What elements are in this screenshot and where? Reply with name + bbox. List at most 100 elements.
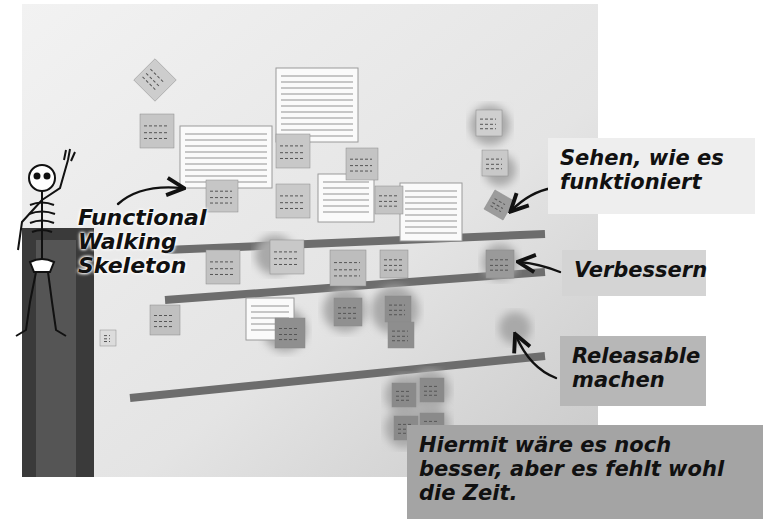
note-writing: [274, 264, 298, 265]
note-writing: [154, 326, 174, 327]
note-writing: [384, 265, 402, 266]
note-writing: [210, 261, 234, 262]
arms: [18, 160, 68, 250]
printout-row: [185, 139, 267, 141]
note-writing: [379, 201, 397, 202]
tape-line: [130, 356, 545, 398]
note-writing: [334, 275, 360, 276]
sticky-note: [334, 298, 362, 326]
note-writing: [143, 77, 157, 91]
sticky-note: [388, 322, 414, 348]
sticky-note: [270, 240, 304, 274]
note-writing: [396, 396, 410, 397]
note-writing: [350, 165, 372, 166]
note-writing: [350, 171, 372, 172]
printout-row: [405, 190, 457, 192]
printout-row: [185, 133, 267, 135]
printout-row: [281, 129, 353, 131]
printout-row: [281, 87, 353, 89]
note-scribble: [480, 119, 496, 129]
note-writing: [480, 128, 496, 129]
note-writing: [384, 259, 402, 260]
annotation-text: Sehen, wie es funktioniert: [560, 146, 743, 194]
note-writing: [274, 251, 298, 252]
note-writing: [389, 310, 405, 311]
note-writing: [280, 202, 304, 203]
note-writing: [144, 125, 168, 126]
note-writing: [392, 336, 408, 337]
note-writing: [280, 208, 304, 209]
skull: [29, 165, 55, 191]
eye: [45, 174, 50, 179]
printout-row: [185, 169, 267, 171]
wall: [22, 4, 598, 477]
sticky-note: [134, 59, 176, 101]
note-writing: [279, 339, 299, 340]
note-writing: [280, 195, 304, 196]
note-writing: [424, 391, 438, 392]
note-writing: [104, 338, 110, 339]
printout-row: [185, 145, 267, 147]
note-writing: [480, 124, 496, 125]
note-writing: [210, 203, 232, 204]
annotation-box: Releasable machen: [560, 336, 706, 406]
note-writing: [392, 331, 408, 332]
sticky-note: [346, 148, 378, 180]
note-writing: [334, 269, 360, 270]
skeleton-figure: [16, 149, 75, 336]
note-writing: [389, 305, 405, 306]
printout-sheet: [400, 183, 462, 241]
note-scribble: [210, 191, 232, 203]
printout-row: [281, 117, 353, 119]
legs: [16, 272, 66, 336]
sticky-note: [392, 383, 416, 407]
sticky-note: [150, 305, 180, 335]
note-writing: [146, 73, 160, 87]
note-scribble: [396, 391, 410, 400]
note-writing: [424, 395, 438, 396]
printout-sheet: [180, 126, 272, 188]
note-writing: [210, 191, 232, 192]
leader-line: [118, 187, 182, 204]
shadow: [499, 312, 531, 344]
printout-row: [323, 199, 369, 201]
tape-line: [165, 234, 545, 250]
note-writing: [490, 259, 508, 260]
note-writing: [210, 274, 234, 275]
note-writing: [280, 145, 304, 146]
note-writing: [210, 197, 232, 198]
note-scribble: [210, 262, 234, 275]
note-scribble: [491, 199, 505, 212]
note-scribble: [384, 260, 402, 270]
sticky-note: [206, 250, 240, 284]
door: [36, 240, 76, 477]
note-writing: [274, 258, 298, 259]
note-writing: [491, 206, 501, 212]
printout-row: [185, 151, 267, 153]
note-writing: [210, 268, 234, 269]
note-writing: [334, 262, 360, 263]
printout-row: [281, 111, 353, 113]
printout-row: [281, 123, 353, 125]
printout: [400, 183, 462, 241]
annotation-box: Hiermit wäre es noch besser, aber es feh…: [407, 425, 763, 519]
sticky-note: [420, 378, 444, 402]
eye: [35, 174, 40, 179]
note-scribble: [280, 146, 304, 159]
note-scribble: [144, 126, 168, 139]
printout-row: [323, 211, 369, 213]
leader-line: [520, 262, 560, 272]
sticky-note: [385, 296, 411, 322]
printout-row: [405, 208, 457, 210]
note-writing: [480, 119, 496, 120]
note-writing: [389, 314, 405, 315]
printout-row: [405, 214, 457, 216]
printout: [318, 174, 374, 222]
note-writing: [280, 158, 304, 159]
sticky-note: [484, 190, 514, 220]
shadow: [470, 105, 510, 145]
note-writing: [379, 206, 397, 207]
sticky-note: [276, 134, 310, 168]
printout-row: [323, 193, 369, 195]
